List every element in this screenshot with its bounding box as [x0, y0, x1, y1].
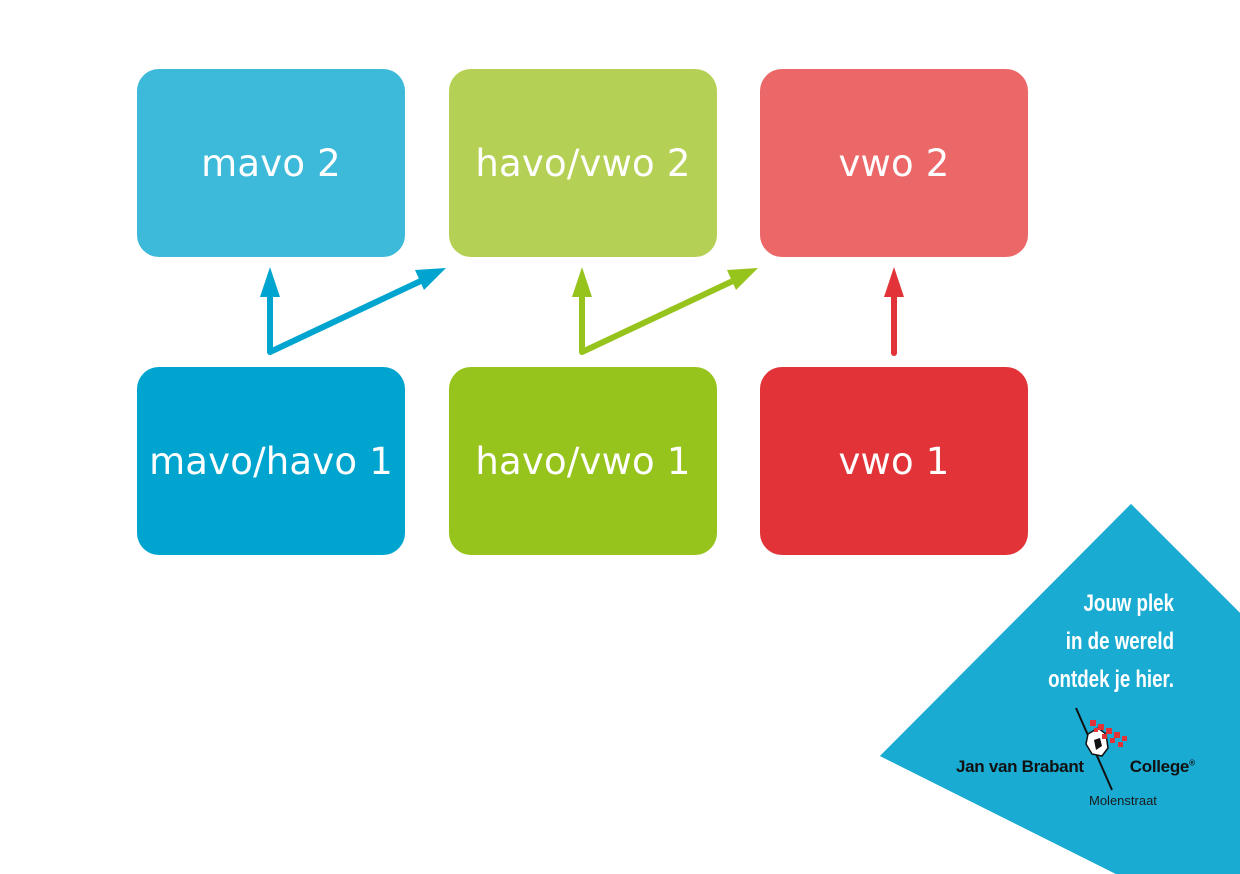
- box-mavo-2: mavo 2: [137, 69, 405, 257]
- box-vwo-2: vwo 2: [760, 69, 1028, 257]
- box-label: havo/vwo 1: [475, 439, 691, 483]
- arrow-havovwo1-vwo2: [579, 276, 740, 355]
- box-label: mavo 2: [201, 141, 341, 185]
- box-vwo-1: vwo 1: [760, 367, 1028, 555]
- slogan-line: in de wereld: [1065, 628, 1174, 655]
- box-label: mavo/havo 1: [149, 439, 393, 483]
- box-label: vwo 2: [838, 141, 950, 185]
- slogan: Jouw plek in de wereld ontdek je hier.: [1002, 585, 1174, 699]
- box-havo-vwo-2: havo/vwo 2: [449, 69, 717, 257]
- arrowhead-diagonal-icon: [415, 268, 446, 290]
- arrowhead-up-icon: [884, 267, 904, 297]
- registered-mark: ®: [1189, 758, 1195, 768]
- box-label: vwo 1: [838, 439, 950, 483]
- slogan-line: Jouw plek: [1083, 590, 1174, 617]
- school-emblem-icon: [1075, 707, 1127, 791]
- arrow-mavohavo1-havovwo2: [267, 276, 428, 355]
- box-mavo-havo-1: mavo/havo 1: [137, 367, 405, 555]
- box-havo-vwo-1: havo/vwo 1: [449, 367, 717, 555]
- school-location: Molenstraat: [1089, 793, 1157, 808]
- arrowhead-up-icon: [572, 267, 592, 297]
- school-name: Jan van Brabant College®: [956, 757, 1195, 777]
- school-name-left: Jan van Brabant: [956, 757, 1084, 776]
- arrowhead-up-icon: [260, 267, 280, 297]
- arrowhead-diagonal-icon: [727, 268, 758, 290]
- box-label: havo/vwo 2: [475, 141, 691, 185]
- slogan-line: ontdek je hier.: [1048, 666, 1174, 693]
- school-name-right: College: [1129, 757, 1190, 776]
